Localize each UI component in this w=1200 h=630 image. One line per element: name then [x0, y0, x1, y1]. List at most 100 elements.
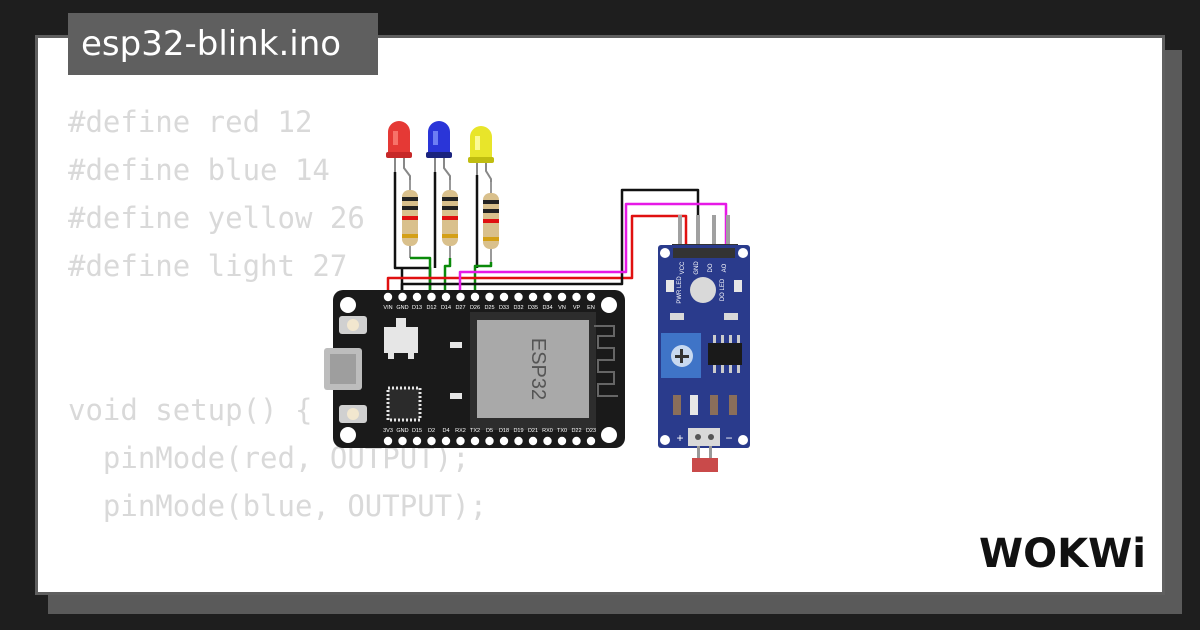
pwr-led-label: PWR LED [677, 276, 683, 304]
code-line: #define yellow 26 [68, 201, 365, 235]
pin-vp[interactable] [572, 292, 581, 302]
pin-d33[interactable] [499, 292, 509, 302]
pin-label: DO [708, 263, 714, 272]
pin-tx2[interactable] [470, 436, 480, 446]
regulator [384, 327, 418, 353]
pin-label: D4 [442, 428, 449, 434]
pin-d35[interactable] [528, 292, 538, 302]
pin-label: VIN [383, 305, 392, 311]
pin-label: D18 [499, 428, 509, 434]
pin-d22[interactable] [572, 436, 581, 446]
pin-d4[interactable] [441, 436, 451, 446]
minus-label: − [725, 431, 732, 445]
pin-d19[interactable] [514, 436, 523, 446]
pin-d12[interactable] [427, 292, 436, 302]
top-pin-header: VIN GND D13 D12 D14 D27 D26 D25 D33 D32 D35 D34 VN VP… [383, 292, 596, 311]
pin-label: D13 [412, 305, 422, 311]
code-line: #define light 27 [68, 249, 348, 283]
code-line: pinMode(blue, OUTPUT); [68, 489, 488, 523]
pin-label: D2 [428, 428, 435, 434]
pin-label: GND [396, 428, 408, 434]
brand-logo-text: WOKWi [979, 531, 1146, 577]
pin-3v3[interactable] [383, 436, 393, 446]
pin-label: AO [722, 263, 728, 272]
pin-d2[interactable] [427, 436, 436, 446]
pin-d26[interactable] [470, 292, 480, 302]
pin-rx2[interactable] [456, 436, 465, 446]
pin-label: 3V3 [383, 428, 393, 434]
pin-label: D33 [499, 305, 509, 311]
pin-label: TX2 [470, 428, 480, 434]
wokwi-logo: WOKWi [979, 531, 1146, 577]
code-line: #define red 12 [68, 105, 313, 139]
resistor[interactable] [483, 182, 499, 262]
pin-label: RX2 [455, 428, 466, 434]
pin-label: D32 [513, 305, 523, 311]
pin-d27[interactable] [456, 292, 465, 302]
pin-label: D25 [484, 305, 494, 311]
mount-hole [340, 427, 356, 443]
pin-label: D15 [412, 428, 422, 434]
project-title: esp32-blink.ino [68, 13, 378, 75]
led-yellow[interactable] [468, 126, 494, 191]
pin-d21[interactable] [528, 436, 538, 446]
pin-label: D19 [513, 428, 523, 434]
pin-d14[interactable] [441, 292, 451, 302]
pin-label: GND [694, 261, 700, 275]
pin-rx0[interactable] [543, 436, 552, 446]
resistor[interactable] [402, 180, 418, 258]
pin-d32[interactable] [514, 292, 523, 302]
pin-label: EN [587, 305, 595, 311]
pin-label: VCC [680, 261, 686, 274]
pin-d18[interactable] [499, 436, 509, 446]
resistor[interactable] [442, 180, 458, 258]
wires [386, 172, 728, 296]
pin-label: D14 [441, 305, 451, 311]
pin-label: GND [396, 305, 408, 311]
code-preview: #define red 12 #define blue 14 #define yel… [68, 98, 487, 530]
comparator-chip [708, 343, 742, 365]
pin-label: D26 [470, 305, 480, 311]
pin-tx0[interactable] [557, 436, 567, 446]
pin-label: D22 [571, 428, 581, 434]
usb-uart-chip [386, 386, 422, 422]
pin-gnd[interactable] [398, 436, 407, 446]
pin-d34[interactable] [543, 292, 552, 302]
pin-vn[interactable] [557, 292, 567, 302]
light-sensor-module[interactable]: VCC GND DO AO PWR LED DO LED [658, 215, 750, 472]
pin-label: D5 [486, 428, 493, 434]
pin-label: D34 [542, 305, 552, 311]
pin-label: D12 [426, 305, 436, 311]
mount-hole [340, 297, 356, 313]
pin-d15[interactable] [412, 436, 422, 446]
pin-en[interactable] [586, 292, 596, 302]
pin-d25[interactable] [485, 292, 494, 302]
pin-gnd[interactable] [398, 292, 407, 302]
pin-d23[interactable] [586, 436, 596, 446]
code-line: void setup() { [68, 393, 313, 427]
sensor-led [690, 277, 716, 303]
pin-d5[interactable] [485, 436, 494, 446]
antenna [594, 325, 618, 397]
pin-label: TX0 [557, 428, 567, 434]
ldr-sensor [692, 458, 718, 472]
pin-vin[interactable] [383, 292, 393, 302]
pin-d13[interactable] [412, 292, 422, 302]
pin-label: D35 [528, 305, 538, 311]
pin-label: RX0 [542, 428, 553, 434]
pin-label: D21 [528, 428, 538, 434]
led-blue[interactable] [426, 121, 452, 188]
chip-label: ESP32 [527, 338, 549, 400]
pin-label: VP [573, 305, 581, 311]
pin-label: D27 [455, 305, 465, 311]
do-led-label: DO LED [720, 278, 726, 301]
plus-label: + [676, 431, 683, 445]
mount-hole [601, 297, 617, 313]
led-red[interactable] [386, 121, 412, 188]
code-line: #define blue 14 [68, 153, 330, 187]
pin-label: VN [558, 305, 566, 311]
mount-hole [601, 427, 617, 443]
